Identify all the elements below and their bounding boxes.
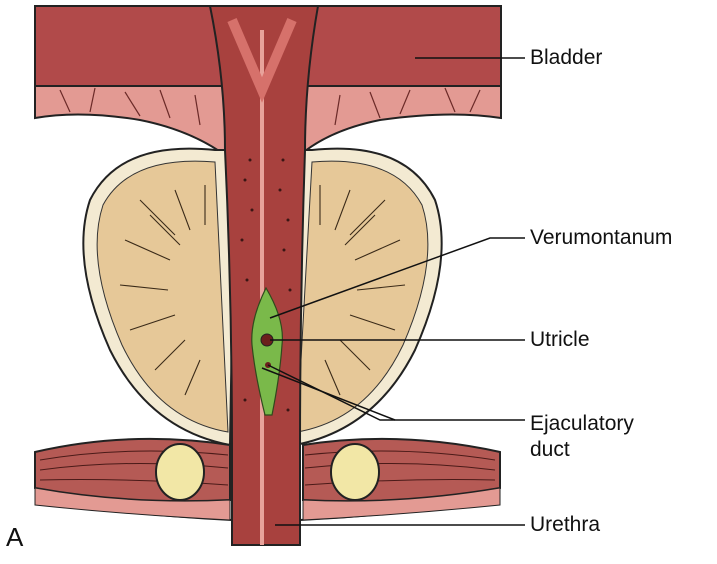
leader-ejaculatory-2: [261, 367, 396, 421]
gland-left: [155, 443, 205, 501]
gland-right: [330, 443, 380, 501]
leader-lines: [261, 57, 525, 526]
label-ejaculatory-duct-line1: Ejaculatory: [530, 412, 634, 435]
leader-ejaculatory-1: [267, 364, 525, 421]
prostate-lobe-left-inner: [96, 160, 229, 433]
verumontanum-shape: [251, 286, 284, 416]
label-ejaculatory-duct-line2: duct: [530, 438, 570, 461]
label-utricle: Utricle: [530, 328, 590, 351]
label-verumontanum: Verumontanum: [530, 226, 673, 249]
lobe-hatching: [119, 185, 406, 396]
label-urethra: Urethra: [530, 513, 601, 536]
muscle-fibers: [39, 450, 496, 486]
lower-membrane-fill-r: [302, 487, 501, 521]
lower-membrane-fill: [34, 487, 231, 521]
mucosa-cracks: [59, 87, 481, 126]
panel-letter: A: [6, 522, 24, 552]
prostate-lobe-right-inner: [296, 160, 429, 433]
label-bladder: Bladder: [530, 46, 603, 69]
urethra-stipple: [240, 158, 292, 412]
leader-verumontanum: [269, 237, 525, 319]
bladder-neck-v: [227, 18, 297, 103]
